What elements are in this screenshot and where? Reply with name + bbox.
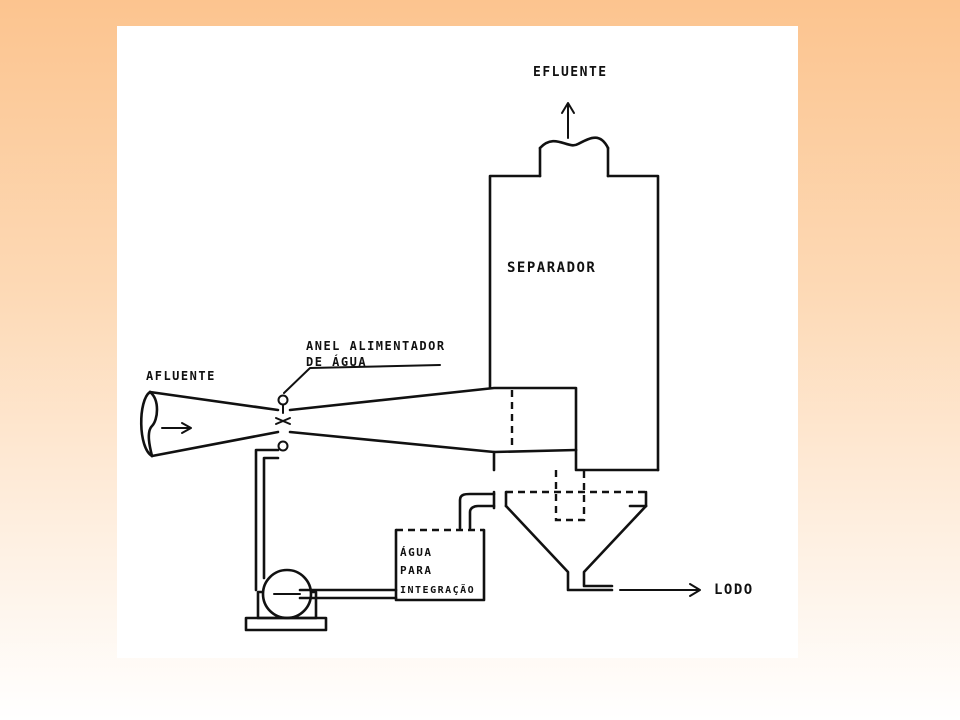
lodo-arrow — [619, 583, 701, 597]
label-separador: SEPARADOR — [507, 260, 596, 276]
scanned-drawing-sheet — [117, 26, 798, 658]
ring-label-leader — [283, 364, 441, 394]
venturi-pipe — [139, 386, 578, 472]
label-afluente: AFLUENTE — [146, 369, 216, 383]
label-anel-line1: ANEL ALIMENTADOR — [306, 339, 446, 353]
sludge-hopper — [504, 470, 648, 592]
label-agua-line1: ÁGUA — [400, 546, 433, 559]
pump — [244, 568, 328, 632]
label-efluente: EFLUENTE — [533, 65, 608, 80]
effluent-outlet-pipe — [538, 136, 610, 178]
label-agua-line2: PARA — [400, 564, 433, 577]
label-lodo: LODO — [714, 582, 754, 598]
effluent-arrow — [561, 102, 575, 139]
water-tank — [394, 528, 486, 602]
label-anel-line2: DE ÁGUA — [306, 354, 367, 369]
label-agua-line3: INTEGRAÇÃO — [400, 583, 475, 596]
afluente-arrow — [161, 422, 192, 434]
water-piping — [254, 448, 496, 600]
water-feed-ring — [275, 394, 291, 452]
separator-tower — [488, 174, 660, 472]
